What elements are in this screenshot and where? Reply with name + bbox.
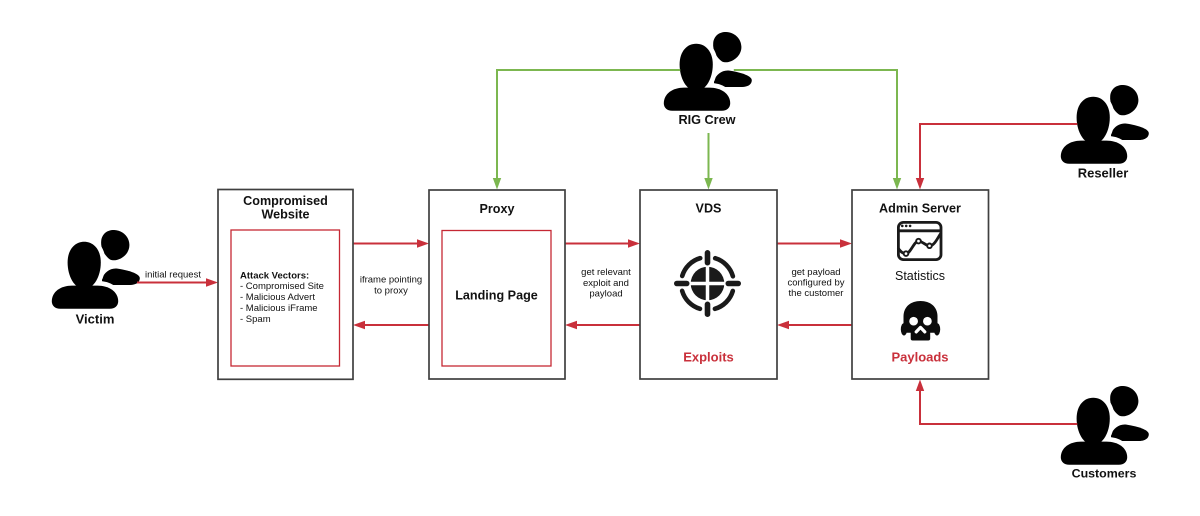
svg-text:Landing Page: Landing Page [455,289,538,303]
svg-text:RIG Crew: RIG Crew [678,113,735,127]
svg-text:Customers: Customers [1072,467,1137,481]
svg-text:Victim: Victim [76,312,115,327]
svg-text:Exploits: Exploits [683,350,734,365]
svg-text:- Malicious Advert: - Malicious Advert [240,292,315,303]
svg-text:Website: Website [261,208,309,222]
svg-text:configured by: configured by [787,278,844,289]
svg-text:Statistics: Statistics [895,269,945,283]
svg-text:- Compromised Site: - Compromised Site [240,281,324,292]
svg-text:- Spam: - Spam [240,314,271,325]
svg-text:initial request: initial request [145,270,201,281]
svg-text:Attack Vectors:: Attack Vectors: [240,270,309,281]
svg-text:Proxy: Proxy [479,202,514,216]
svg-text:payload: payload [589,289,622,300]
svg-text:to proxy: to proxy [374,286,408,297]
svg-text:- Malicious iFrame: - Malicious iFrame [240,303,318,314]
svg-text:Reseller: Reseller [1078,166,1129,181]
svg-text:Admin Server: Admin Server [879,202,961,216]
svg-text:the customer: the customer [789,288,844,299]
svg-text:get relevant: get relevant [581,267,631,278]
svg-text:exploit and: exploit and [583,278,629,289]
svg-text:VDS: VDS [696,202,722,216]
svg-text:get payload: get payload [791,267,840,278]
svg-text:Compromised: Compromised [243,194,328,208]
svg-text:Payloads: Payloads [891,350,948,365]
svg-text:iframe pointing: iframe pointing [360,275,422,286]
